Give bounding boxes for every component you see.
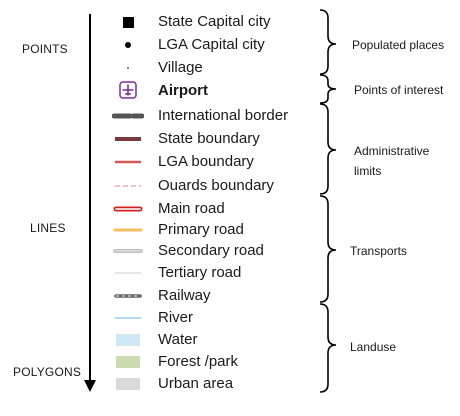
- legend-label-wards-boundary: Ouards boundary: [158, 177, 274, 194]
- legend-label-tertiary-road: Tertiary road: [158, 264, 242, 281]
- legend-label-urban-area: Urban area: [158, 375, 234, 392]
- category-lines: LINES: [30, 221, 66, 235]
- legend-label-lga-boundary: LGA boundary: [158, 153, 254, 170]
- brace-points-of-interest: [319, 74, 337, 104]
- wards-boundary-line-icon: [112, 178, 144, 194]
- primary-road-line-icon: [112, 222, 144, 238]
- legend-label-forest-park: Forest /park: [158, 353, 239, 370]
- airport-icon: [114, 80, 142, 100]
- forest-swatch-icon: [112, 353, 144, 371]
- legend-label-primary-road: Primary road: [158, 221, 244, 238]
- group-label-populated-places: Populated places: [352, 38, 445, 52]
- river-line-icon: [112, 310, 144, 326]
- legend-label-main-road: Main road: [158, 200, 225, 217]
- group-label-transports: Transports: [350, 244, 407, 258]
- secondary-road-line-icon: [112, 243, 144, 259]
- legend-label-state-capital: State Capital city: [158, 13, 271, 30]
- legend-label-village: Village: [158, 59, 203, 76]
- lga-boundary-line-icon: [112, 154, 144, 170]
- railway-line-icon: [112, 288, 144, 304]
- legend-label-secondary-road: Secondary road: [158, 242, 264, 259]
- brace-transports: [319, 195, 337, 303]
- legend-label-railway: Railway: [158, 287, 211, 304]
- legend-label-international-border: International border: [158, 107, 289, 124]
- small-dot-marker-icon: [114, 60, 142, 76]
- dot-marker-icon: [114, 37, 142, 53]
- group-label-administrative-limits: Administrative limits: [354, 144, 430, 178]
- brace-administrative-limits: [319, 103, 337, 195]
- group-label-landuse: Landuse: [350, 340, 397, 354]
- tertiary-road-line-icon: [112, 265, 144, 281]
- group-label-points-of-interest: Points of interest: [354, 83, 444, 97]
- legend-label-state-boundary: State boundary: [158, 130, 260, 147]
- category-points: POINTS: [22, 42, 68, 56]
- legend-label-water: Water: [158, 331, 198, 348]
- urban-swatch-icon: [112, 375, 144, 393]
- legend-label-river: River: [158, 309, 194, 326]
- legend-label-lga-capital: LGA Capital city: [158, 36, 265, 53]
- water-swatch-icon: [112, 331, 144, 349]
- state-boundary-line-icon: [112, 131, 144, 147]
- square-marker-icon: [114, 14, 142, 30]
- intl-border-line-icon: [112, 108, 144, 124]
- legend-label-airport: Airport: [158, 82, 208, 99]
- category-polygons: POLYGONS: [13, 365, 82, 379]
- main-road-line-icon: [112, 201, 144, 217]
- brace-populated-places: [319, 9, 337, 75]
- brace-landuse: [319, 303, 337, 393]
